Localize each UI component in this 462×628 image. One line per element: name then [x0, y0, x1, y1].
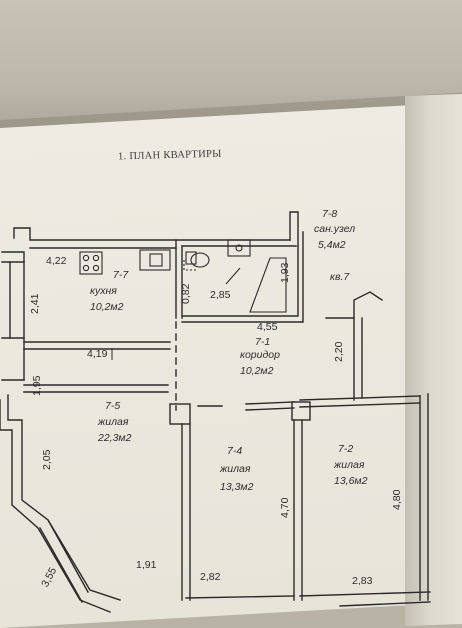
room-7-1-id: 7-1 — [255, 336, 271, 348]
bath-top-notch — [289, 211, 299, 247]
dim-room4-height: 4,70 — [279, 497, 291, 518]
dim-room2-height: 4,80 — [391, 489, 403, 510]
room-7-4-area: 13,3м2 — [220, 481, 254, 493]
top-wall-outer — [13, 227, 291, 241]
bath-right-bottom — [181, 245, 299, 317]
room-7-7-id: 7-7 — [113, 269, 129, 281]
stove-icon — [79, 251, 103, 275]
room-7-2-name: жилая — [334, 459, 365, 471]
room-7-1-name: коридор — [240, 349, 280, 361]
bay-wall-outer — [7, 394, 121, 601]
stair-corner — [325, 291, 383, 319]
room-7-8-area: 5,4м2 — [318, 239, 346, 251]
room-7-8-name: сан.узел — [314, 223, 356, 235]
room-7-5-id: 7-5 — [105, 400, 121, 412]
bath-tub — [249, 257, 287, 313]
room-7-5-area: 22,3м2 — [98, 432, 132, 444]
column-left — [169, 403, 191, 425]
dim-bath-width: 2,85 — [210, 289, 231, 301]
room-7-8-id: 7-8 — [322, 208, 338, 220]
dim-wall-left: 1,95 — [31, 375, 43, 396]
dim-bath-height: 1,93 — [279, 262, 291, 283]
dim-kitchen-height: 2,41 — [29, 293, 41, 314]
room-7-2-id: 7-2 — [338, 443, 354, 455]
dim-room5-left: 2,05 — [41, 449, 53, 470]
dim-kitchen-width: 4,22 — [46, 255, 67, 267]
room-7-4-name: жилая — [220, 463, 251, 475]
room-7-7-area: 10,2м2 — [90, 301, 124, 313]
toilet-icon — [190, 252, 210, 268]
dim-room5-bottom: 1,91 — [136, 559, 157, 571]
dim-kitchen-bottom: 4,19 — [87, 348, 108, 360]
room-7-2-area: 13,6м2 — [334, 475, 368, 487]
room-7-7-name: кухня — [90, 285, 117, 297]
room-7-1-area: 10,2м2 — [240, 365, 274, 377]
washbasin-icon — [227, 239, 251, 257]
dim-corridor-width: 4,55 — [257, 321, 278, 333]
dim-bath-side: 0,82 — [180, 283, 192, 304]
room-7-4-id: 7-4 — [227, 445, 243, 457]
left-wall — [1, 251, 25, 381]
bath-outer — [181, 231, 304, 323]
sink-icon — [139, 249, 171, 271]
room-7-5-name: жилая — [98, 416, 129, 428]
apartment-number: кв.7 — [330, 271, 350, 283]
column-right — [291, 401, 311, 421]
toilet-tank-icon — [185, 251, 197, 265]
dim-room4-width: 2,82 — [200, 571, 221, 583]
dim-corridor-height: 2,20 — [333, 341, 345, 362]
dim-room2-width: 2,83 — [352, 575, 373, 587]
